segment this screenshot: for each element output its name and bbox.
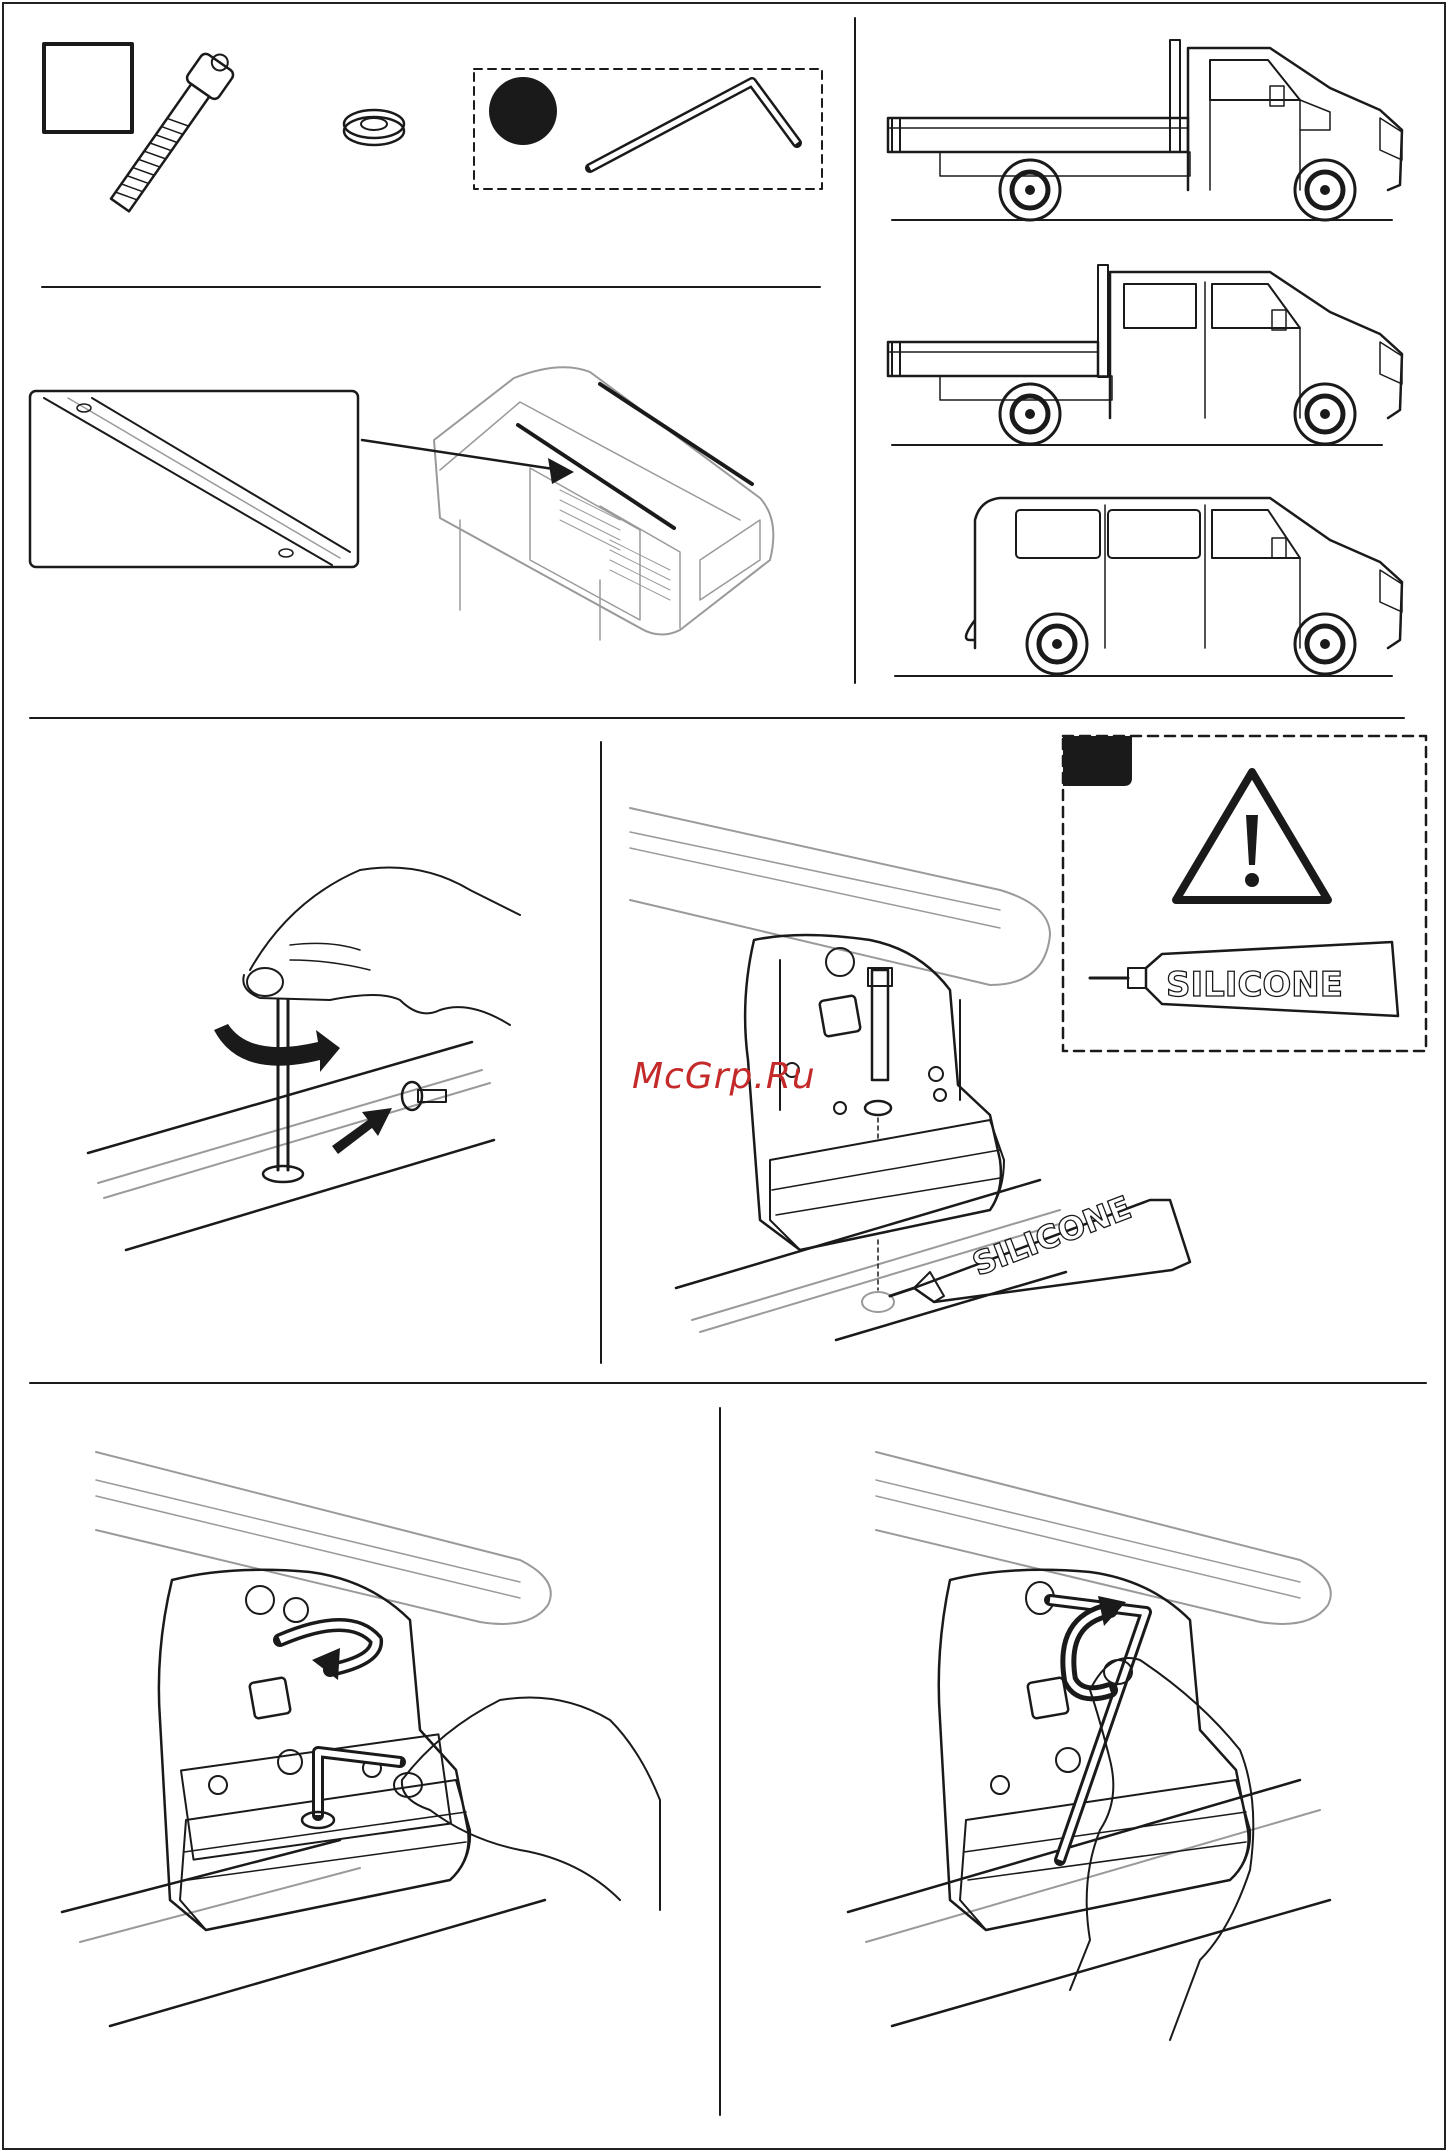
watermark-text: McGrp.Ru (632, 1056, 816, 1097)
hand-sketch (243, 868, 520, 1026)
warning-triangle-icon (1176, 772, 1328, 900)
washer-icon (344, 110, 404, 145)
step-number-tab (1063, 736, 1132, 786)
van-roof-sketch (434, 367, 773, 640)
step-number-box (44, 44, 132, 132)
silicone-tube-label: SILICONE (967, 1188, 1136, 1283)
rotate-arrow-icon (280, 1625, 376, 1680)
silicone-tube-warning-label: SILICONE (1166, 965, 1343, 1005)
step-insert-bolt (88, 868, 520, 1251)
parts-panel (44, 44, 822, 216)
step-tighten-bolt (62, 1452, 660, 2026)
single-cab-truck-sketch (888, 40, 1402, 220)
silicone-tube-icon: SILICONE (890, 1188, 1190, 1302)
step-silicone-seal: SILICONE SILICONE (630, 736, 1426, 1340)
silicone-tube-warning-icon: SILICONE (1090, 942, 1398, 1016)
zoom-pointer-arrow (362, 440, 560, 470)
double-cab-truck-sketch (888, 265, 1402, 445)
step-number-dot (489, 77, 557, 145)
roof-detail-panel (30, 367, 773, 640)
van-sketch (895, 498, 1402, 676)
push-arrow-icon (332, 1108, 392, 1154)
hand-sketch (1070, 1658, 1253, 2040)
step-tighten-bolt-side (848, 1452, 1331, 2040)
hand-sketch (394, 1698, 660, 1911)
vehicle-variants (888, 40, 1402, 676)
allen-key-icon (590, 82, 797, 168)
